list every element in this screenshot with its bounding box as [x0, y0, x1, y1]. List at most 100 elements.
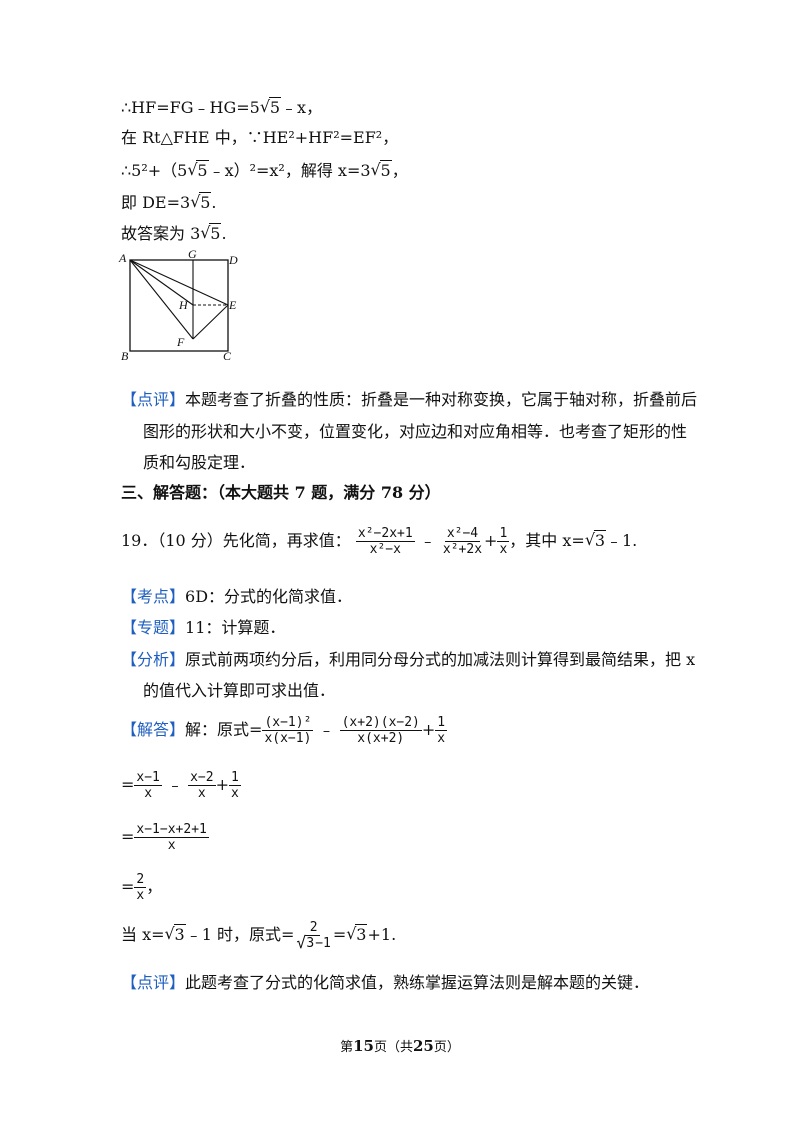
- numerator: 1: [228, 770, 241, 786]
- text: 即 DE=3: [121, 193, 191, 212]
- text: ，其中 x=: [509, 531, 585, 550]
- text: ﹣x）²=x²，解得 x=3: [208, 161, 371, 180]
- numerator: 1: [435, 715, 448, 731]
- radicand: 3: [593, 530, 606, 550]
- segment-af: [129, 259, 194, 340]
- numerator: 2: [134, 872, 147, 888]
- sqrt: √5: [370, 160, 392, 180]
- review-tag: 【点评】: [121, 390, 186, 409]
- numerator: (x+2)(x−2): [339, 715, 422, 731]
- label-h: H: [178, 298, 189, 312]
- sqrt: √3: [346, 924, 368, 944]
- sqrt: √3: [164, 924, 186, 944]
- denominator: x(x−1): [264, 731, 312, 746]
- numerator: x−1−x+2+1: [134, 822, 209, 838]
- text: .: [211, 193, 217, 212]
- segment-ae: [129, 259, 229, 306]
- numerator: x−2: [188, 770, 216, 786]
- denominator: x: [230, 786, 239, 801]
- text: 解：原式=: [185, 720, 263, 739]
- radicand: 5: [268, 97, 282, 117]
- text: ﹣1.: [606, 531, 638, 550]
- review-tag: 【点评】: [121, 973, 186, 992]
- operator: =: [121, 775, 135, 794]
- text: 故答案为 3: [121, 224, 201, 243]
- text: ∴HF=FG﹣HG=5: [121, 98, 260, 117]
- operator: +: [484, 531, 498, 550]
- proof-line-5: 故答案为 3√5.: [121, 223, 227, 244]
- radicand: 5: [379, 160, 392, 180]
- denominator: x: [197, 786, 206, 801]
- label-b: B: [121, 349, 129, 363]
- operator: ﹣: [318, 720, 335, 739]
- operator: =: [121, 827, 135, 846]
- text: ﹣1 时，原式=: [185, 925, 295, 944]
- text: .: [221, 224, 227, 243]
- geometry-figure: A G D H E F B C: [118, 248, 238, 363]
- kaodian-line: 【考点】6D：分式的化简求值．: [121, 587, 352, 607]
- fenxi-line-2: 的值代入计算即可求出值．: [143, 681, 336, 700]
- review-1-line-2: 图形的形状和大小不变，位置变化，对应边和对应角相等．也考查了矩形的性: [143, 422, 688, 441]
- final-line: 当 x=√3﹣1 时，原式=2√3−1=√3+1.: [121, 918, 396, 952]
- numerator: 2: [307, 920, 320, 936]
- label-d: D: [228, 253, 238, 267]
- review-2-line: 【点评】此题考查了分式的化简求值，熟练掌握运算法则是解本题的关键．: [121, 973, 649, 993]
- text: 11：计算题．: [185, 618, 286, 637]
- text: 6D：分式的化简求值．: [185, 587, 353, 606]
- label-g: G: [188, 248, 197, 261]
- segment-fe: [192, 304, 229, 340]
- total-pages: 25: [413, 1037, 434, 1055]
- operator: +: [215, 775, 229, 794]
- sqrt: √5: [190, 192, 212, 212]
- review-1-line-3: 质和勾股定理．: [143, 453, 256, 472]
- text: 19．（10 分）先化简，再求值：: [121, 531, 351, 550]
- radicand: 5: [209, 223, 222, 243]
- text: ∴5²+（5: [121, 161, 188, 180]
- operator: =: [121, 877, 135, 896]
- fenxi-tag: 【分析】: [121, 650, 186, 669]
- denominator: x²−x: [369, 542, 401, 557]
- label-a: A: [118, 251, 127, 265]
- label-c: C: [223, 349, 232, 363]
- fraction: 2√3−1: [294, 920, 332, 951]
- segment-ah: [129, 259, 194, 306]
- zhuanti-tag: 【专题】: [121, 618, 186, 637]
- operator: +: [421, 720, 436, 739]
- numerator: (x−1)²: [262, 715, 314, 731]
- denominator: x: [144, 786, 153, 801]
- zhuanti-line: 【专题】11：计算题．: [121, 618, 285, 638]
- text: ，: [146, 877, 163, 896]
- text: ﹣x，: [281, 98, 323, 117]
- review-1-line-1: 【点评】本题考查了折叠的性质：折叠是一种对称变换，它属于轴对称，折叠前后: [121, 390, 697, 410]
- numerator: 1: [497, 526, 510, 542]
- numerator: x−1: [134, 770, 162, 786]
- operator: ﹣: [419, 531, 436, 550]
- section-heading: 三、解答题：（本大题共 7 题，满分 78 分）: [121, 483, 441, 502]
- radicand: 3: [355, 924, 368, 944]
- sqrt: √5: [200, 223, 222, 243]
- proof-line-4: 即 DE=3√5.: [121, 192, 217, 213]
- fraction: (x+2)(x−2)x(x+2): [339, 715, 422, 746]
- text: 页）: [433, 1040, 460, 1055]
- radicand: 5: [196, 160, 209, 180]
- text: 本题考查了折叠的性质：折叠是一种对称变换，它属于轴对称，折叠前后: [185, 390, 698, 409]
- denominator: x²+2x: [442, 542, 483, 557]
- denominator: x: [499, 542, 508, 557]
- operator: ﹣: [166, 775, 183, 794]
- radicand: 5: [199, 192, 212, 212]
- page-footer: 第15页（共25页）: [0, 1036, 800, 1055]
- page-number: 15: [353, 1037, 374, 1055]
